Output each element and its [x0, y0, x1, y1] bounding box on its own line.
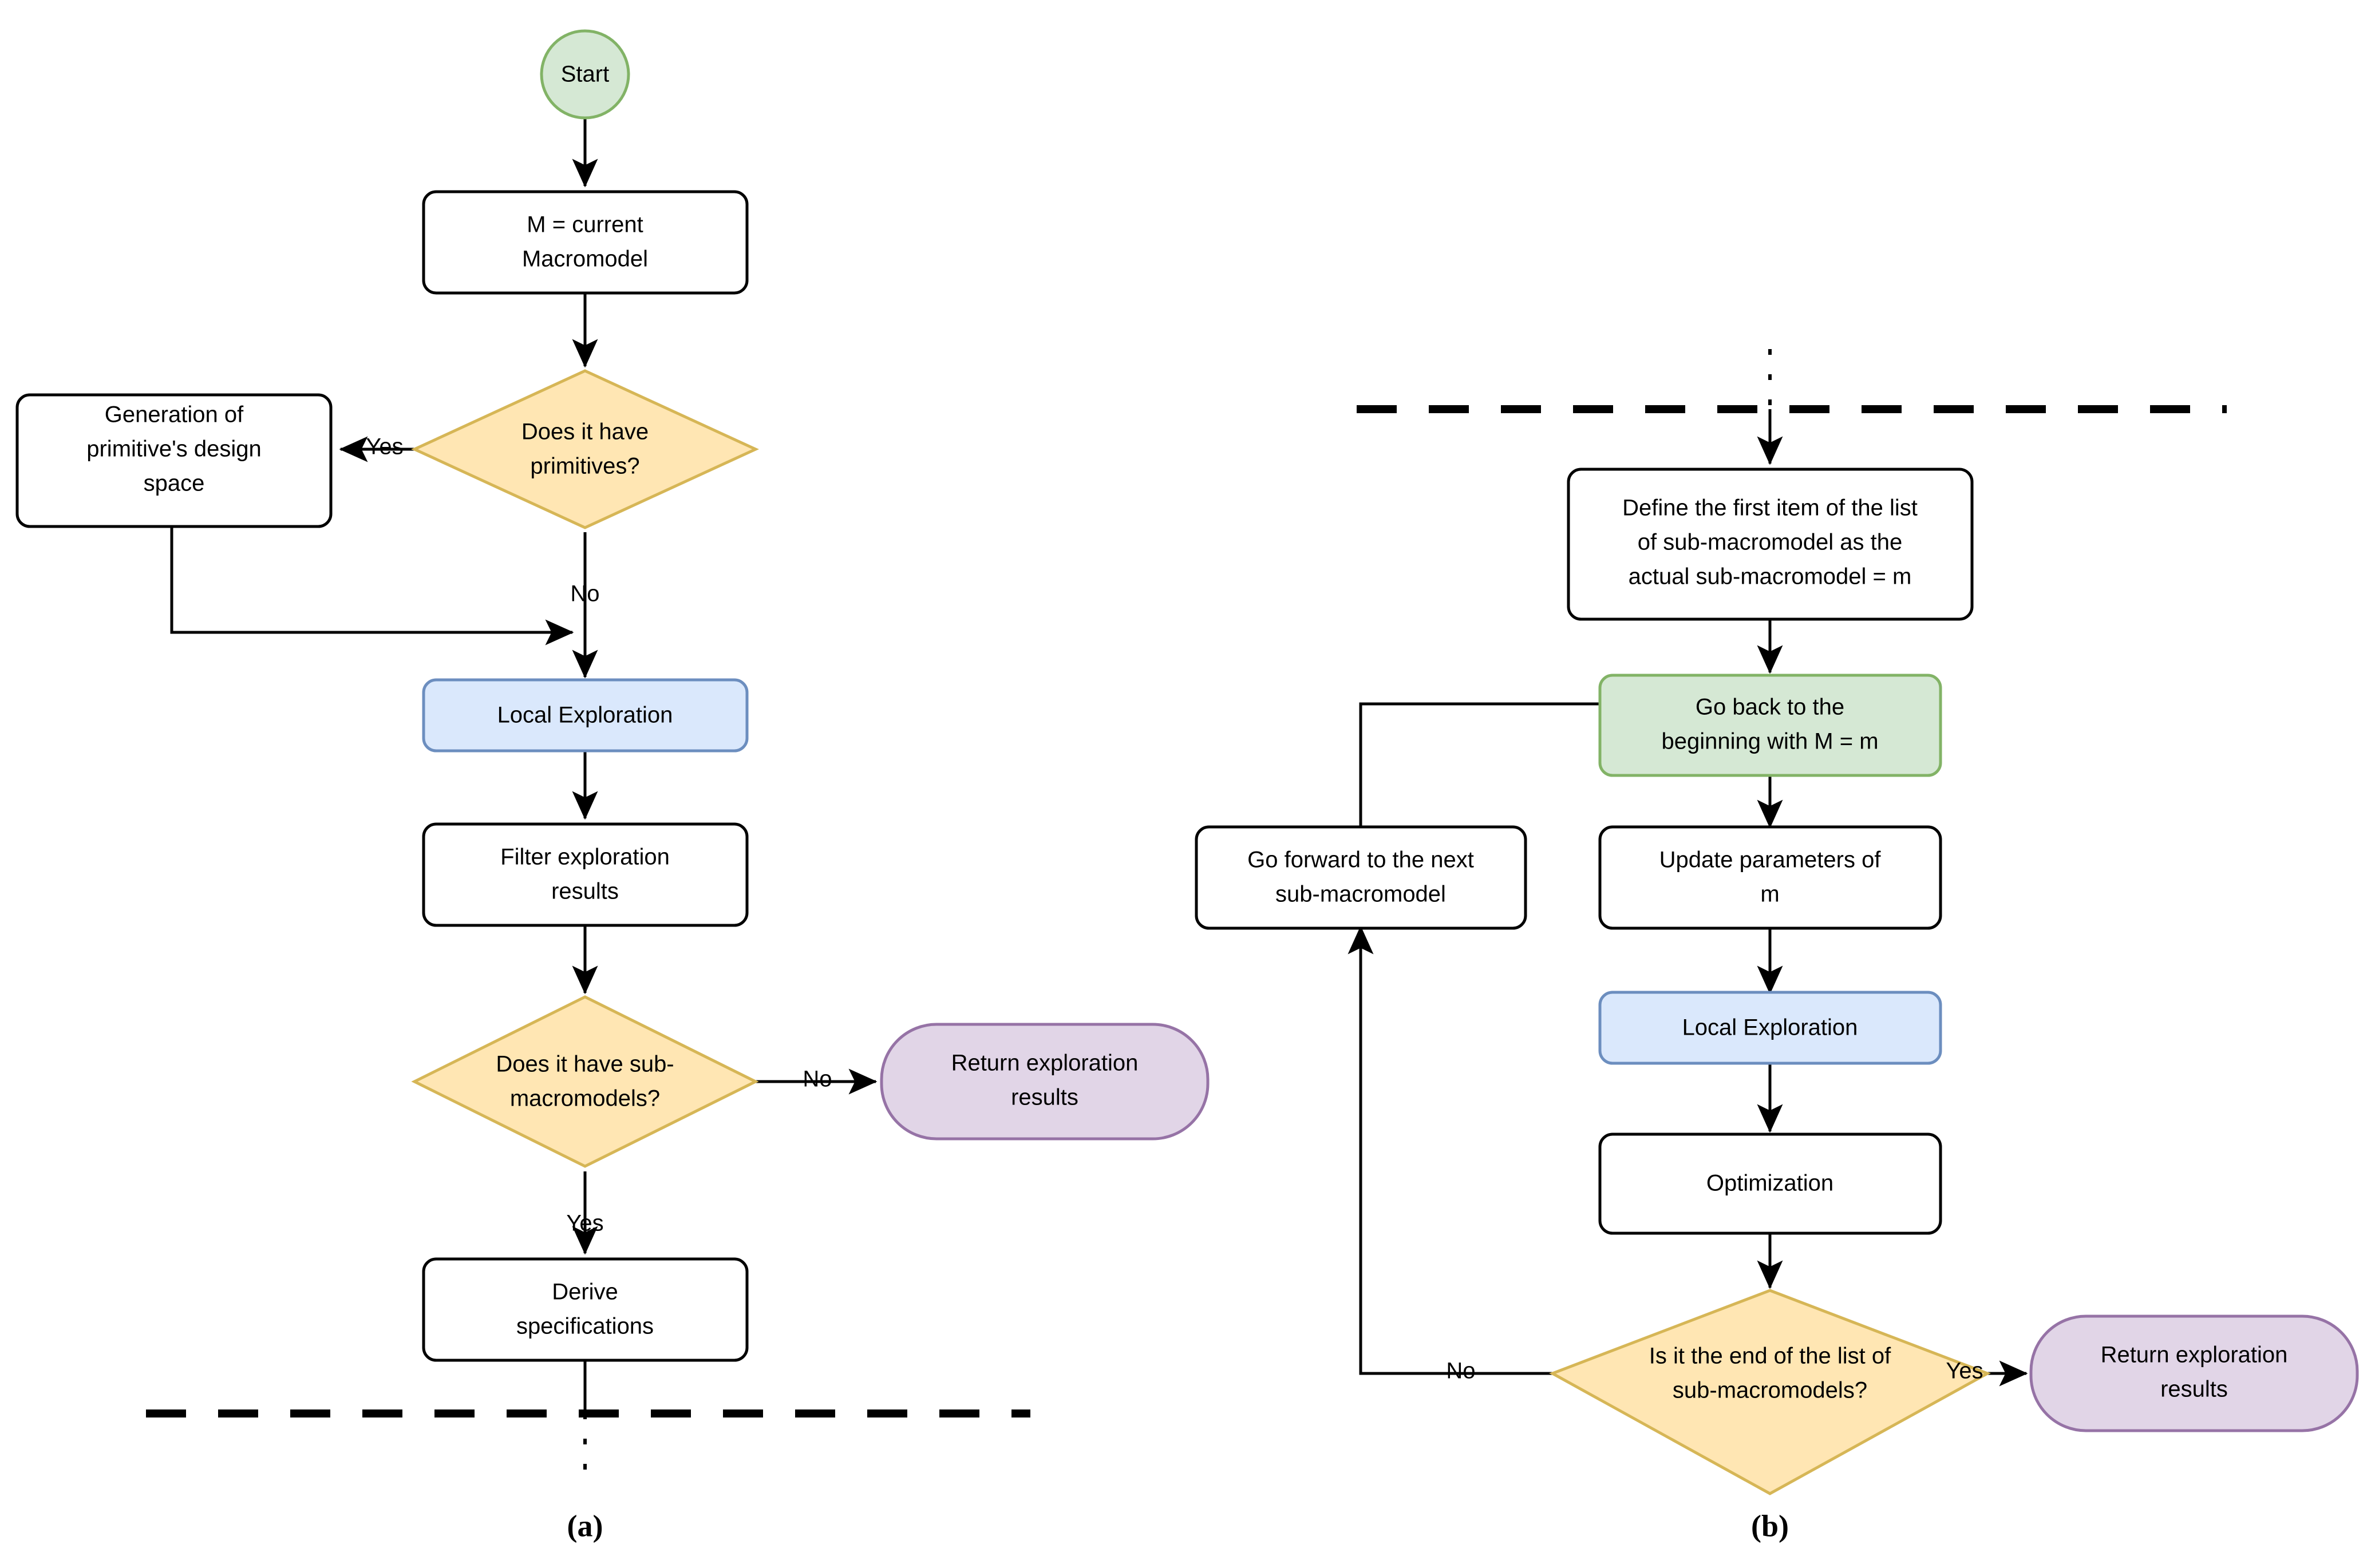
node-define-first-item-line2: of sub-macromodel as the	[1638, 530, 1902, 555]
node-local-exploration-a-label: Local Exploration	[497, 703, 673, 728]
node-generation-line2: primitive's design	[86, 437, 262, 462]
node-define-first-item-line3: actual sub-macromodel = m	[1629, 564, 1912, 589]
node-end-of-list-line2: sub-macromodels?	[1673, 1378, 1867, 1403]
node-local-exploration-b[interactable]: Local Exploration	[1598, 991, 1942, 1065]
edge-goforward-to-goback	[1359, 691, 1653, 826]
node-return-results-a[interactable]: Return exploration results	[880, 1023, 1210, 1141]
edge-label-endoflist-yes: Yes	[1946, 1359, 1983, 1384]
node-go-forward-next[interactable]: Go forward to the next sub-macromodel	[1195, 825, 1527, 930]
node-go-forward-line1: Go forward to the next	[1247, 848, 1474, 873]
node-local-exploration-b-label: Local Exploration	[1682, 1015, 1858, 1040]
node-has-sub-macromodels[interactable]: Does it have sub- macromodels?	[411, 995, 759, 1168]
node-return-results-a-line2: results	[1011, 1085, 1078, 1110]
panel-label-a: (a)	[567, 1508, 603, 1543]
node-define-first-item-line1: Define the first item of the list	[1622, 496, 1918, 521]
node-return-results-b-line2: results	[2160, 1377, 2228, 1402]
node-derive-specifications[interactable]: Derive specifications	[422, 1257, 749, 1362]
node-update-parameters-line1: Update parameters of	[1659, 848, 1882, 873]
node-local-exploration-a[interactable]: Local Exploration	[422, 678, 749, 753]
node-go-back-line1: Go back to the	[1696, 695, 1844, 720]
node-derive-specifications-line2: specifications	[516, 1314, 654, 1339]
edge-label-submacro-yes: Yes	[566, 1211, 603, 1236]
edge-label-submacro-no: No	[803, 1067, 832, 1092]
edge-label-primitives-yes: Yes	[366, 434, 403, 460]
node-has-primitives-line2: primitives?	[530, 454, 639, 479]
edge-generation-to-local	[170, 526, 574, 646]
node-return-results-b[interactable]: Return exploration results	[2029, 1314, 2359, 1432]
node-end-of-list-line1: Is it the end of the list of	[1649, 1344, 1891, 1369]
node-define-first-item[interactable]: Define the first item of the list of sub…	[1567, 468, 1974, 621]
node-go-back-line2: beginning with M = m	[1661, 729, 1878, 754]
node-return-results-b-line1: Return exploration	[2101, 1343, 2288, 1368]
edge-label-primitives-no: No	[570, 581, 599, 607]
node-has-primitives-line1: Does it have	[521, 419, 649, 445]
node-generation-design-space[interactable]: Generation of primitive's design space	[15, 393, 333, 528]
node-end-of-list[interactable]: Is it the end of the list of sub-macromo…	[1549, 1289, 1991, 1495]
panel-label-b: (b)	[1751, 1508, 1789, 1543]
node-filter-results[interactable]: Filter exploration results	[422, 822, 749, 927]
node-filter-results-line2: results	[551, 879, 619, 904]
node-generation-line1: Generation of	[105, 402, 244, 427]
node-has-sub-macromodels-line1: Does it have sub-	[496, 1052, 674, 1077]
node-filter-results-line1: Filter exploration	[500, 845, 670, 870]
node-optimization[interactable]: Optimization	[1598, 1133, 1942, 1235]
edge-label-endoflist-no: No	[1446, 1359, 1475, 1384]
node-update-parameters[interactable]: Update parameters of m	[1598, 825, 1942, 930]
node-current-macromodel-line1: M = current	[527, 212, 643, 237]
node-current-macromodel-line2: Macromodel	[522, 247, 648, 272]
node-optimization-label: Optimization	[1706, 1171, 1833, 1196]
node-derive-specifications-line1: Derive	[552, 1280, 618, 1305]
node-start-label: Start	[561, 62, 609, 87]
node-generation-line3: space	[144, 471, 205, 496]
node-has-primitives[interactable]: Does it have primitives?	[411, 369, 759, 529]
node-has-sub-macromodels-line2: macromodels?	[510, 1086, 660, 1111]
node-start[interactable]: Start	[540, 29, 630, 120]
node-go-forward-line2: sub-macromodel	[1275, 882, 1446, 907]
node-update-parameters-line2: m	[1760, 882, 1779, 907]
node-go-back-beginning[interactable]: Go back to the beginning with M = m	[1598, 674, 1942, 777]
node-return-results-a-line1: Return exploration	[951, 1051, 1139, 1076]
node-current-macromodel[interactable]: M = current Macromodel	[422, 190, 749, 295]
